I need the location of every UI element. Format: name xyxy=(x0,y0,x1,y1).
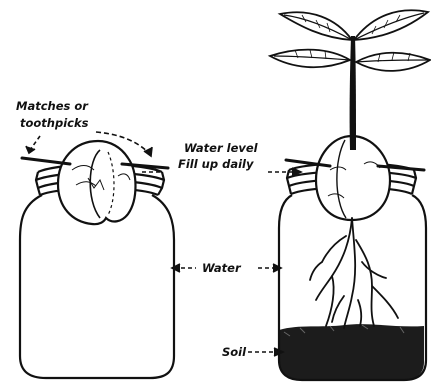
roots xyxy=(310,218,398,328)
left-avocado-seed xyxy=(58,141,136,224)
water-pointer-left xyxy=(172,264,196,272)
soil-pointer xyxy=(248,348,283,356)
matches-label-line2: toothpicks xyxy=(20,116,89,130)
water-pointer-right xyxy=(258,264,281,272)
stem xyxy=(350,36,356,150)
soil-label: Soil xyxy=(222,345,247,359)
soil-layer xyxy=(279,324,424,380)
leaves xyxy=(270,10,430,71)
water-level-label-line1: Water level xyxy=(184,141,259,155)
matches-label-line1: Matches or xyxy=(16,99,89,113)
water-label: Water xyxy=(202,261,242,275)
water-level-label-line2: Fill up daily xyxy=(178,157,254,171)
